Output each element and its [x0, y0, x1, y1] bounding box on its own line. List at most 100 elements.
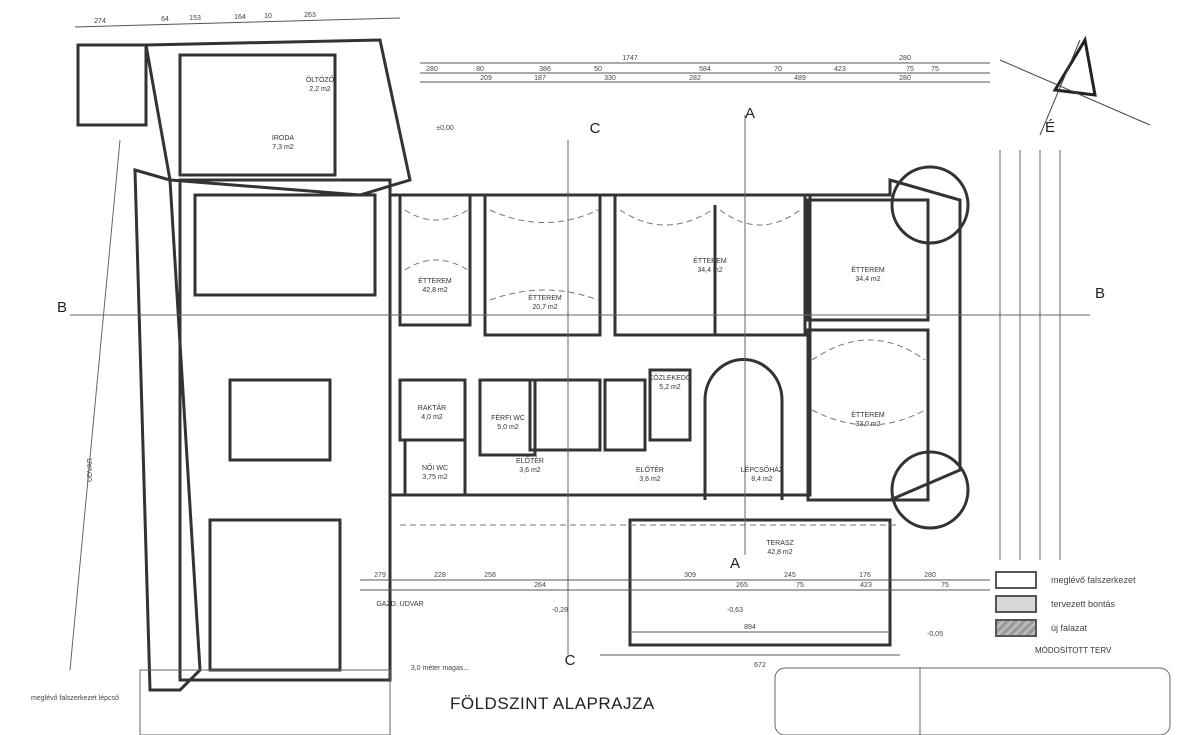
svg-text:1747: 1747	[622, 55, 638, 62]
svg-text:-0,05: -0,05	[927, 631, 943, 638]
svg-text:279: 279	[374, 572, 386, 579]
svg-text:70: 70	[774, 66, 782, 73]
room-area: 3,75 m2	[422, 474, 447, 481]
north-label: É	[1045, 119, 1055, 136]
walls	[76, 38, 970, 692]
svg-text:265: 265	[736, 582, 748, 589]
svg-text:75: 75	[906, 66, 914, 73]
room-name: ELŐTÉR	[636, 465, 664, 474]
room-name: ÉTTEREM	[693, 256, 727, 265]
svg-text:245: 245	[784, 572, 796, 579]
svg-text:423: 423	[834, 66, 846, 73]
room-name: ÖLTÖZŐ	[306, 75, 335, 84]
svg-text:153: 153	[189, 15, 201, 22]
room-area: 20,7 m2	[532, 304, 557, 311]
legend-caption: MÓDOSÍTOTT TERV	[1035, 646, 1112, 655]
svg-text:263: 263	[304, 12, 316, 19]
room-name: KÖZLEKEDŐ	[649, 373, 692, 382]
svg-text:64: 64	[161, 16, 169, 23]
svg-text:258: 258	[484, 572, 496, 579]
svg-text:264: 264	[534, 582, 546, 589]
svg-text:meglévő falszerkezet lépcső: meglévő falszerkezet lépcső	[31, 695, 119, 702]
svg-text:274: 274	[94, 18, 106, 25]
legend-swatch-existing	[995, 571, 1037, 589]
legend-item-new-wall: új falazat	[995, 616, 1175, 640]
room-name: NŐI WC	[422, 463, 448, 472]
svg-text:80: 80	[476, 66, 484, 73]
svg-text:280: 280	[899, 75, 911, 82]
north-arrow-icon	[999, 35, 1151, 136]
room-labels: ÉTTEREM 42,8 m2 ÉTTEREM 20,7 m2 ÉTTEREM 34,…	[272, 75, 885, 608]
dimension-labels: 274 64 153 164 10 263 1747 280 280 80 38…	[94, 12, 949, 669]
room-area: 5,2 m2	[659, 384, 681, 391]
svg-text:209: 209	[480, 75, 492, 82]
room-area: 34,4 m2	[855, 276, 880, 283]
level-labels: -0,63 -0,05 -0,28 ±0,00	[436, 125, 943, 638]
room-name: TERASZ	[766, 540, 794, 547]
svg-text:50: 50	[594, 66, 602, 73]
legend-swatch-demolition	[995, 595, 1037, 613]
svg-text:280: 280	[899, 55, 911, 62]
svg-text:±0,00: ±0,00	[436, 125, 454, 132]
svg-text:584: 584	[699, 66, 711, 73]
room-area: 33,0 m2	[855, 421, 880, 428]
room-area: 4,0 m2	[421, 414, 443, 421]
svg-text:75: 75	[941, 582, 949, 589]
svg-text:176: 176	[859, 572, 871, 579]
legend-label: új falazat	[1051, 623, 1088, 633]
room-name: IRODA	[272, 135, 295, 142]
svg-text:282: 282	[689, 75, 701, 82]
svg-text:75: 75	[796, 582, 804, 589]
svg-text:10: 10	[264, 13, 272, 20]
section-marker-b-right: B	[1095, 285, 1105, 302]
room-area: 42,8 m2	[422, 287, 447, 294]
svg-text:672: 672	[754, 662, 766, 669]
legend: meglévő falszerkezet tervezett bontás új…	[995, 568, 1175, 655]
svg-text:280: 280	[924, 572, 936, 579]
room-area: 2,2 m2	[309, 86, 331, 93]
svg-text:75: 75	[931, 66, 939, 73]
room-area: 42,8 m2	[767, 549, 792, 556]
svg-text:UDVAR: UDVAR	[87, 458, 94, 482]
svg-text:228: 228	[434, 572, 446, 579]
legend-label: meglévő falszerkezet	[1051, 575, 1136, 585]
room-area: 34,4 m2	[697, 267, 722, 274]
room-name: ÉTTEREM	[851, 410, 885, 419]
section-marker-a-top: A	[745, 105, 755, 122]
legend-swatch-new-wall	[995, 619, 1037, 637]
dimension-lines	[74, 17, 990, 656]
legend-item-existing: meglévő falszerkezet	[995, 568, 1175, 592]
vault-lines	[400, 209, 926, 526]
svg-text:894: 894	[744, 624, 756, 631]
room-name: ÉTTEREM	[418, 276, 452, 285]
svg-text:164: 164	[234, 14, 246, 21]
room-name: FÉRFI WC	[491, 413, 525, 422]
svg-text:-0,28: -0,28	[552, 607, 568, 614]
svg-text:386: 386	[539, 66, 551, 73]
room-area: 3,6 m2	[519, 467, 541, 474]
section-marker-c-bottom: C	[565, 652, 576, 669]
notes: meglévő falszerkezet lépcső 3,0 méter ma…	[31, 458, 469, 702]
svg-text:280: 280	[426, 66, 438, 73]
svg-text:-0,63: -0,63	[727, 607, 743, 614]
room-area: 7,3 m2	[272, 144, 294, 151]
room-name: ÉTTEREM	[528, 293, 562, 302]
svg-text:423: 423	[860, 582, 872, 589]
room-name: RAKTÁR	[418, 403, 446, 412]
section-marker-c-top: C	[590, 120, 601, 137]
thin-lines	[69, 115, 1171, 735]
drawing-title: FÖLDSZINT ALAPRAJZA	[450, 694, 655, 713]
svg-text:187: 187	[534, 75, 546, 82]
room-area: 5,0 m2	[497, 424, 519, 431]
room-name: GAZD. UDVAR	[376, 601, 423, 608]
room-name: ELŐTÉR	[516, 456, 544, 465]
svg-text:3,0 méter magas...: 3,0 méter magas...	[411, 665, 469, 672]
legend-label: tervezett bontás	[1051, 599, 1116, 609]
legend-item-demolition: tervezett bontás	[995, 592, 1175, 616]
svg-text:309: 309	[684, 572, 696, 579]
room-area: 8,4 m2	[751, 476, 773, 483]
svg-text:489: 489	[794, 75, 806, 82]
room-name: LÉPCSŐHÁZ	[741, 465, 784, 474]
section-marker-b-left: B	[57, 299, 67, 316]
